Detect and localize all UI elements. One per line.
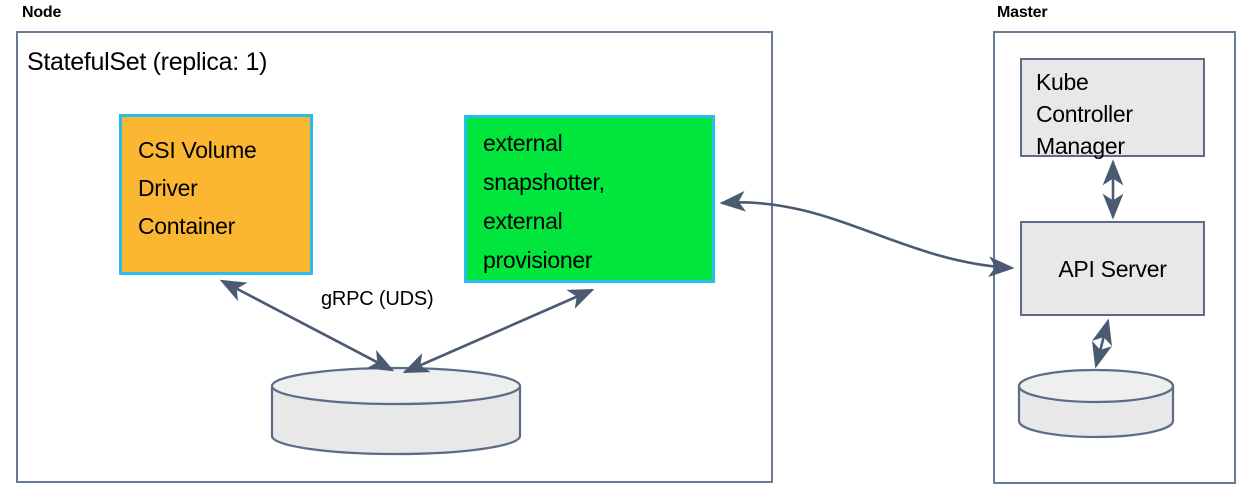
box-line: Kube [1036, 69, 1089, 95]
box-kube-controller-manager-text: Kube Controller Manager [1036, 66, 1197, 162]
group-label-master: Master [997, 4, 1048, 21]
box-line: Container [138, 213, 236, 239]
cylinder-label-emptydir-volume: EmptyDir Volume [320, 408, 472, 430]
box-line: Controller [1036, 101, 1133, 127]
group-label-node: Node [22, 4, 62, 21]
edge-label-grpc-uds: gRPC (UDS) [321, 288, 434, 310]
box-line: provisioner [483, 247, 593, 273]
cylinder-label-etcd: etcd [1077, 397, 1115, 419]
box-csi-volume-driver-container-text: CSI Volume Driver Container [138, 131, 304, 245]
box-external-sidecars[interactable]: external snapshotter, external provision… [464, 115, 715, 283]
statefulset-title: StatefulSet (replica: 1) [27, 48, 268, 76]
box-line: Manager [1036, 133, 1125, 159]
box-line: snapshotter, [483, 169, 605, 195]
box-line: API Server [1058, 255, 1167, 282]
box-line: CSI Volume [138, 137, 257, 163]
box-line: external [483, 130, 563, 156]
box-external-sidecars-text: external snapshotter, external provision… [483, 124, 706, 280]
box-kube-controller-manager[interactable]: Kube Controller Manager [1020, 58, 1205, 159]
box-line: external [483, 208, 563, 234]
box-csi-volume-driver-container[interactable]: CSI Volume Driver Container [119, 114, 313, 275]
box-line: Driver [138, 175, 198, 201]
box-api-server[interactable]: API Server [1020, 221, 1205, 316]
box-api-server-text: API Server [1022, 253, 1203, 285]
